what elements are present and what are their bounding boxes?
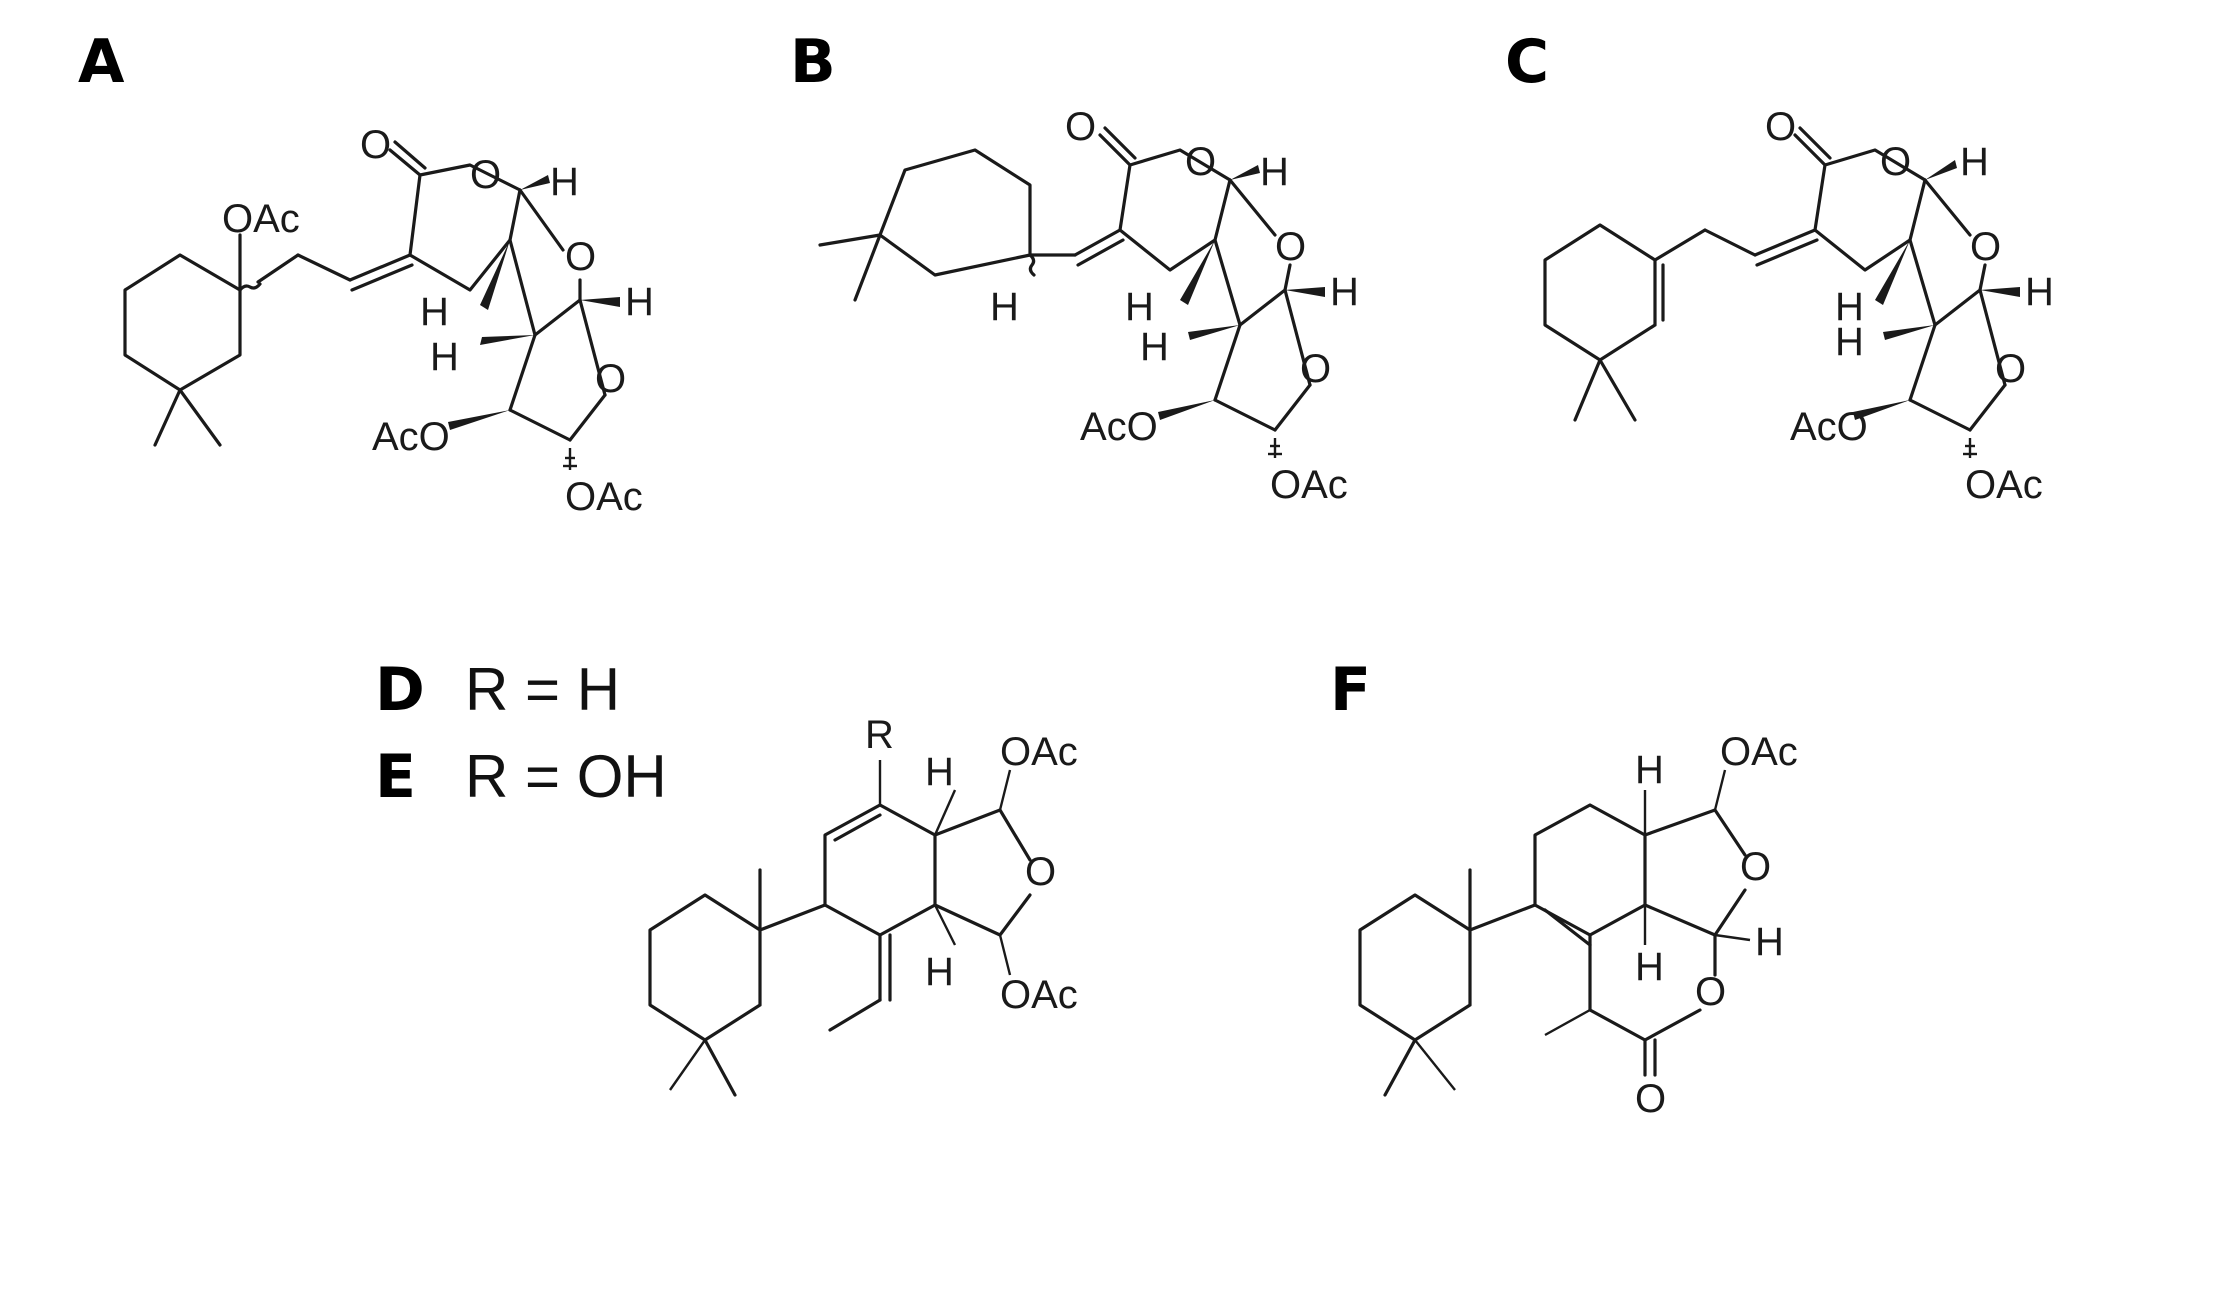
h-label-a4: H: [430, 335, 459, 379]
ring-o-c1: O: [1880, 140, 1911, 184]
carbonyl-o-a: O: [360, 123, 391, 167]
ring-o-b3: O: [1300, 347, 1331, 391]
ring-o-a2: O: [565, 235, 596, 279]
aco-label-c: AcO: [1790, 405, 1868, 449]
h-label-de2: H: [925, 950, 954, 994]
panel-label-c: C: [1505, 27, 1549, 97]
h-label-c3: H: [1835, 285, 1864, 329]
ring-o-b1: O: [1185, 140, 1216, 184]
h-label-b3: H: [1330, 270, 1359, 314]
ring-o-c2: O: [1970, 225, 2001, 269]
h-label-a2: H: [625, 280, 654, 324]
h-label-c2: H: [2025, 270, 2054, 314]
oac-label-de2: OAc: [1000, 973, 1078, 1017]
h-label-b5: H: [1140, 325, 1169, 369]
h-label-c4: H: [1835, 320, 1864, 364]
h-label-f3: H: [1635, 748, 1664, 792]
oac-label-a1: OAc: [222, 197, 300, 241]
oac-label-c: OAc: [1965, 463, 2043, 507]
structure-a: OAc O O H O H H H O AcO OAc: [123, 123, 654, 519]
carbonyl-o-c: O: [1765, 105, 1796, 149]
h-label-f1: H: [1755, 920, 1784, 964]
h-label-b2: H: [1260, 150, 1289, 194]
structure-de: R H H O OAc OAc: [648, 713, 1078, 1097]
ring-o-f1: O: [1695, 970, 1726, 1014]
ring-o-de: O: [1025, 850, 1056, 894]
aco-label-a: AcO: [372, 415, 450, 459]
aco-label-b: AcO: [1080, 405, 1158, 449]
structure-b: H O O H O H H H O AcO OAc: [818, 105, 1359, 507]
carbonyl-o-b: O: [1065, 105, 1096, 149]
ring-o-c3: O: [1995, 347, 2026, 391]
carbonyl-o-f: O: [1635, 1077, 1666, 1121]
panel-label-e: E: [375, 742, 416, 812]
h-label-b1: H: [990, 285, 1019, 329]
ring-o-a1: O: [470, 153, 501, 197]
r-label: R: [865, 713, 894, 757]
structure-c: O O H O H H H O AcO OAc: [1543, 105, 2054, 507]
ring-o-a3: O: [595, 357, 626, 401]
oac-label-de1: OAc: [1000, 730, 1078, 774]
r-definition-d: R = H: [465, 656, 620, 723]
oac-label-f: OAc: [1720, 730, 1798, 774]
panel-label-b: B: [790, 27, 836, 97]
h-label-de1: H: [925, 750, 954, 794]
h-label-a1: H: [550, 160, 579, 204]
h-label-b4: H: [1125, 285, 1154, 329]
r-definition-e: R = OH: [465, 743, 667, 810]
panel-label-f: F: [1330, 655, 1371, 725]
ring-o-b2: O: [1275, 225, 1306, 269]
oac-label-b: OAc: [1270, 463, 1348, 507]
ring-o-f2: O: [1740, 845, 1771, 889]
oac-label-a2: OAc: [565, 475, 643, 519]
h-label-c1: H: [1960, 140, 1989, 184]
panel-label-d: D: [375, 655, 425, 725]
h-label-a3: H: [420, 290, 449, 334]
h-label-f2: H: [1635, 945, 1664, 989]
structure-f: O O H H H O OAc: [1358, 730, 1798, 1121]
panel-label-a: A: [78, 27, 125, 97]
